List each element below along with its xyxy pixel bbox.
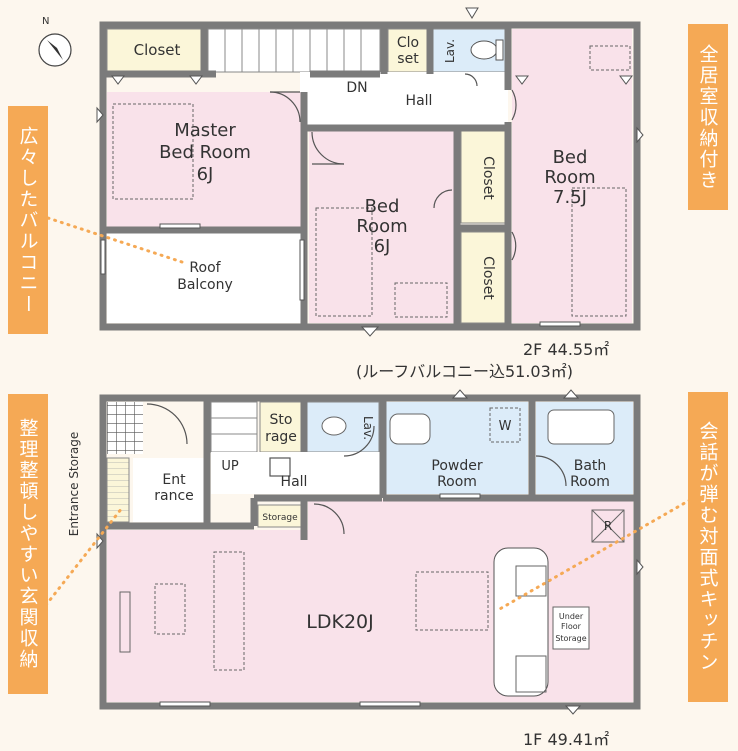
stair-2f [207, 28, 381, 73]
label-balcony-1: Roof [189, 260, 221, 276]
label-underfloor-3: Storage [555, 634, 586, 643]
hall-1f [211, 452, 381, 494]
stair-steps-1f [211, 417, 257, 435]
closet-v2 [460, 231, 508, 324]
label-bath-2: Room [570, 474, 610, 490]
label-powder-1: Powder [431, 458, 482, 474]
entrance-storage [106, 457, 130, 523]
label-storage-2: rage [265, 429, 297, 445]
label-hall-1f: Hall [281, 474, 308, 490]
label-lav-2f: Lav. [443, 39, 457, 63]
floor-1 [96, 389, 644, 715]
label-storage-small: Storage [262, 513, 298, 523]
compass-north-label: N [42, 16, 49, 27]
label-balcony-2: Balcony [177, 277, 233, 293]
label-bed75-1: Bed [553, 147, 588, 168]
label-dn: DN [346, 80, 367, 96]
label-entrance-1: Ent [162, 472, 186, 488]
label-closet-b-2: set [397, 51, 419, 67]
label-closet-v1: Closet [480, 156, 496, 200]
callout-balcony: 広々したバルコニー [8, 106, 48, 334]
label-master-1: Master [174, 120, 236, 141]
label-bath-1: Bath [574, 458, 607, 474]
windows-2f [96, 7, 644, 337]
toilet-2f [470, 40, 498, 60]
hall-2f [300, 72, 508, 126]
closet-v1 [460, 129, 508, 224]
label-bed75-2: Room [544, 167, 595, 188]
label-lav-1f: Lav. [361, 416, 375, 440]
doors-1f [146, 403, 567, 535]
master-bedroom [107, 92, 302, 228]
label-fridge: R [604, 519, 612, 533]
label-bed6-1: Bed [365, 196, 400, 217]
label-master-2: Bed Room [159, 142, 251, 163]
entrance-tiles [107, 402, 143, 454]
label-underfloor-1: Under [559, 612, 584, 621]
label-closet-a: Closet [134, 41, 181, 59]
walls-1f [99, 394, 641, 710]
label-hall-2f: Hall [406, 93, 433, 109]
floor-2 [96, 7, 644, 337]
label-entrance-storage: Entrance Storage [67, 432, 81, 537]
label-underfloor-2: Floor [561, 622, 582, 631]
label-bed6-3: 6J [374, 236, 391, 257]
callout-entrance: 整理整頓しやすい玄関収納 [8, 394, 48, 694]
label-entrance-2: rance [154, 488, 194, 504]
ldk-top [308, 500, 633, 532]
label-closet-b-1: Clo [397, 35, 419, 51]
callout-storage-all: 全居室収納付き [688, 24, 728, 210]
label-ldk: LDK20J [306, 611, 373, 633]
label-up: UP [221, 459, 239, 474]
label-master-3: 6J [197, 164, 214, 185]
fixtures-1f [119, 407, 625, 697]
callout-lines [44, 216, 692, 612]
furniture-2f [112, 45, 631, 318]
stair-1f [210, 401, 258, 453]
roof-balcony [107, 233, 302, 323]
area-2f: 2F 44.55㎡ [523, 340, 610, 359]
label-powder-2: Room [437, 474, 477, 490]
compass-icon: N [38, 16, 72, 67]
label-storage-1: Sto [270, 412, 293, 428]
stair-steps-2f [224, 29, 362, 72]
label-bed6-2: Room [356, 216, 407, 237]
label-closet-v2: Closet [480, 256, 496, 300]
doors-2f [269, 73, 517, 261]
closet-a [106, 28, 208, 73]
entrance [133, 458, 205, 522]
label-bed75-3: 7.5J [553, 187, 587, 208]
area-1f: 1F 49.41㎡ [523, 730, 610, 749]
callout-kitchen: 会話が弾む対面式キッチン [688, 392, 728, 702]
label-washer: W [499, 419, 512, 434]
area-2f-with-balcony: (ルーフバルコニー込51.03㎡) [356, 362, 574, 381]
